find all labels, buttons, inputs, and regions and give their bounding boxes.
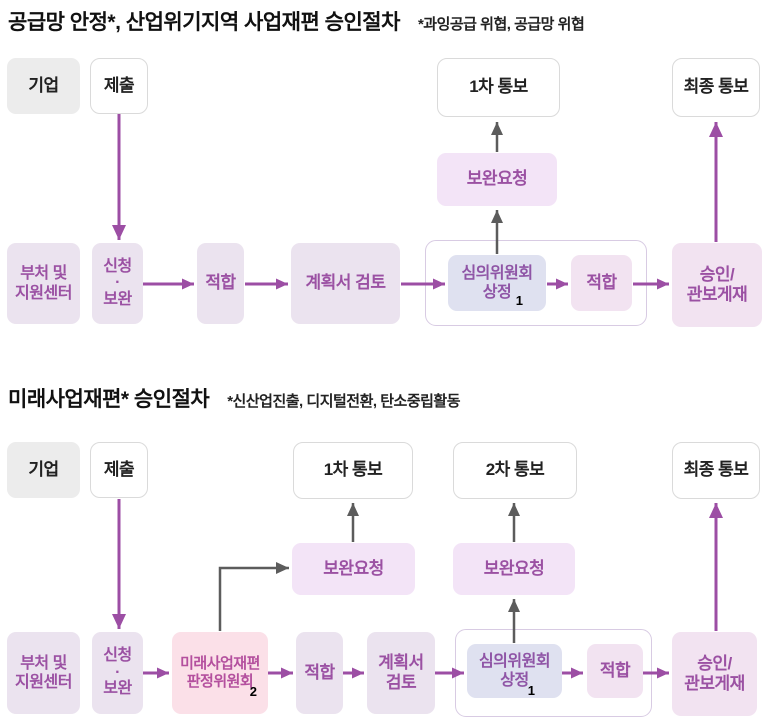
chart2-title: 미래사업재편* 승인절차 — [8, 388, 210, 411]
chart1-approval-box: 승인/ 관보게재 — [672, 243, 762, 327]
chart2-first-notice-label: 1차 통보 — [323, 460, 383, 480]
chart1-company-box: 기업 — [7, 58, 80, 114]
chart2-second-notice-box: 2차 통보 — [453, 442, 577, 499]
chart2-committee-footnote-2: 2 — [249, 684, 257, 699]
chart2-company-label: 기업 — [28, 459, 59, 479]
chart2-committee-footnote-1: 1 — [527, 683, 535, 698]
chart2-supplement-request-left-box: 보완요청 — [292, 543, 415, 595]
chart1-apply-box: 신청 · 보완 — [92, 243, 143, 324]
chart2-ministry-label: 부처 및 지원센터 — [15, 654, 72, 691]
chart2-deliberation-committee-box: 심의위원회 상정 1 — [467, 644, 562, 698]
chart1-fit-a-box: 적합 — [197, 243, 244, 324]
chart1-plan-review-box: 계획서 검토 — [291, 243, 400, 324]
chart2-approval-box: 승인/ 관보게재 — [672, 632, 757, 716]
chart1-title-row: 공급망 안정*, 산업위기지역 사업재편 승인절차 *과잉공급 위협, 공급망 … — [8, 6, 585, 36]
chart2-ministry-box: 부처 및 지원센터 — [7, 632, 80, 714]
chart1-approval-label: 승인/ 관보게재 — [686, 264, 748, 304]
chart2-fit-a-box: 적합 — [296, 632, 343, 714]
chart2-fit-b-box: 적합 — [587, 644, 643, 698]
chart2-plan-review-box: 계획서 검토 — [367, 632, 435, 714]
chart1-ministry-box: 부처 및 지원센터 — [7, 243, 80, 324]
chart2-approval-label: 승인/ 관보게재 — [684, 653, 745, 693]
chart2-supplement-request-right-label: 보완요청 — [483, 558, 545, 578]
chart2-first-notice-box: 1차 통보 — [293, 442, 413, 499]
chart1-company-label: 기업 — [28, 75, 59, 95]
chart1-fit-b-box: 적합 — [571, 255, 632, 311]
chart2-fit-a-label: 적합 — [304, 662, 335, 682]
chart1-final-notice-box: 최종 통보 — [672, 58, 760, 117]
chart1-supplement-request-label: 보완요청 — [466, 169, 528, 189]
chart1-ministry-label: 부처 및 지원센터 — [15, 265, 72, 302]
chart2-deliberation-committee-label: 심의위원회 상정 — [478, 652, 551, 689]
chart1-footnote-text: *과잉공급 위협, 공급망 위협 — [417, 16, 585, 33]
chart2-fit-b-label: 적합 — [599, 660, 631, 680]
chart1-deliberation-committee-label: 심의위원회 상정 — [461, 264, 533, 301]
chart2-footnote-text: *신산업진출, 디지털전환, 탄소중립활동 — [227, 393, 461, 410]
chart2-supplement-request-left-label: 보완요청 — [323, 558, 384, 578]
chart2-submit-box: 제출 — [90, 442, 148, 498]
chart1-first-notice-box: 1차 통보 — [437, 58, 560, 117]
chart1-final-notice-label: 최종 통보 — [683, 77, 749, 97]
chart2-second-notice-label: 2차 통보 — [485, 460, 545, 480]
chart2-apply-box: 신청 · 보완 — [92, 632, 143, 714]
chart1-submit-label: 제출 — [103, 75, 135, 95]
chart1-deliberation-committee-box: 심의위원회 상정 1 — [448, 255, 546, 311]
chart2-title-row: 미래사업재편* 승인절차 *신산업진출, 디지털전환, 탄소중립활동 — [8, 383, 461, 413]
chart2-final-notice-box: 최종 통보 — [672, 442, 760, 499]
chart2-final-notice-label: 최종 통보 — [683, 460, 749, 480]
chart2-future-committee-box: 미래사업재편 판정위원회 2 — [172, 632, 268, 714]
chart1-committee-footnote-1: 1 — [515, 293, 523, 308]
chart1-first-notice-label: 1차 통보 — [469, 77, 528, 97]
chart1-submit-box: 제출 — [90, 58, 148, 114]
chart1-title: 공급망 안정*, 산업위기지역 사업재편 승인절차 — [8, 11, 400, 34]
chart2-company-box: 기업 — [7, 442, 80, 498]
chart2-supplement-request-right-box: 보완요청 — [453, 543, 575, 595]
chart2-future-committee-label: 미래사업재편 판정위원회 — [180, 655, 260, 690]
chart1-fit-a-label: 적합 — [205, 273, 236, 293]
chart1-apply-label: 신청 · 보완 — [103, 257, 132, 308]
chart2-plan-review-label: 계획서 검토 — [378, 652, 424, 692]
chart1-fit-b-label: 적합 — [586, 272, 617, 292]
chart1-plan-review-label: 계획서 검토 — [305, 273, 386, 293]
c2-arrow-future-committee-to-supplement-left — [218, 562, 289, 631]
chart2-apply-label: 신청 · 보완 — [103, 647, 132, 698]
chart1-supplement-request-box: 보완요청 — [437, 153, 557, 206]
chart2-submit-label: 제출 — [103, 459, 135, 479]
